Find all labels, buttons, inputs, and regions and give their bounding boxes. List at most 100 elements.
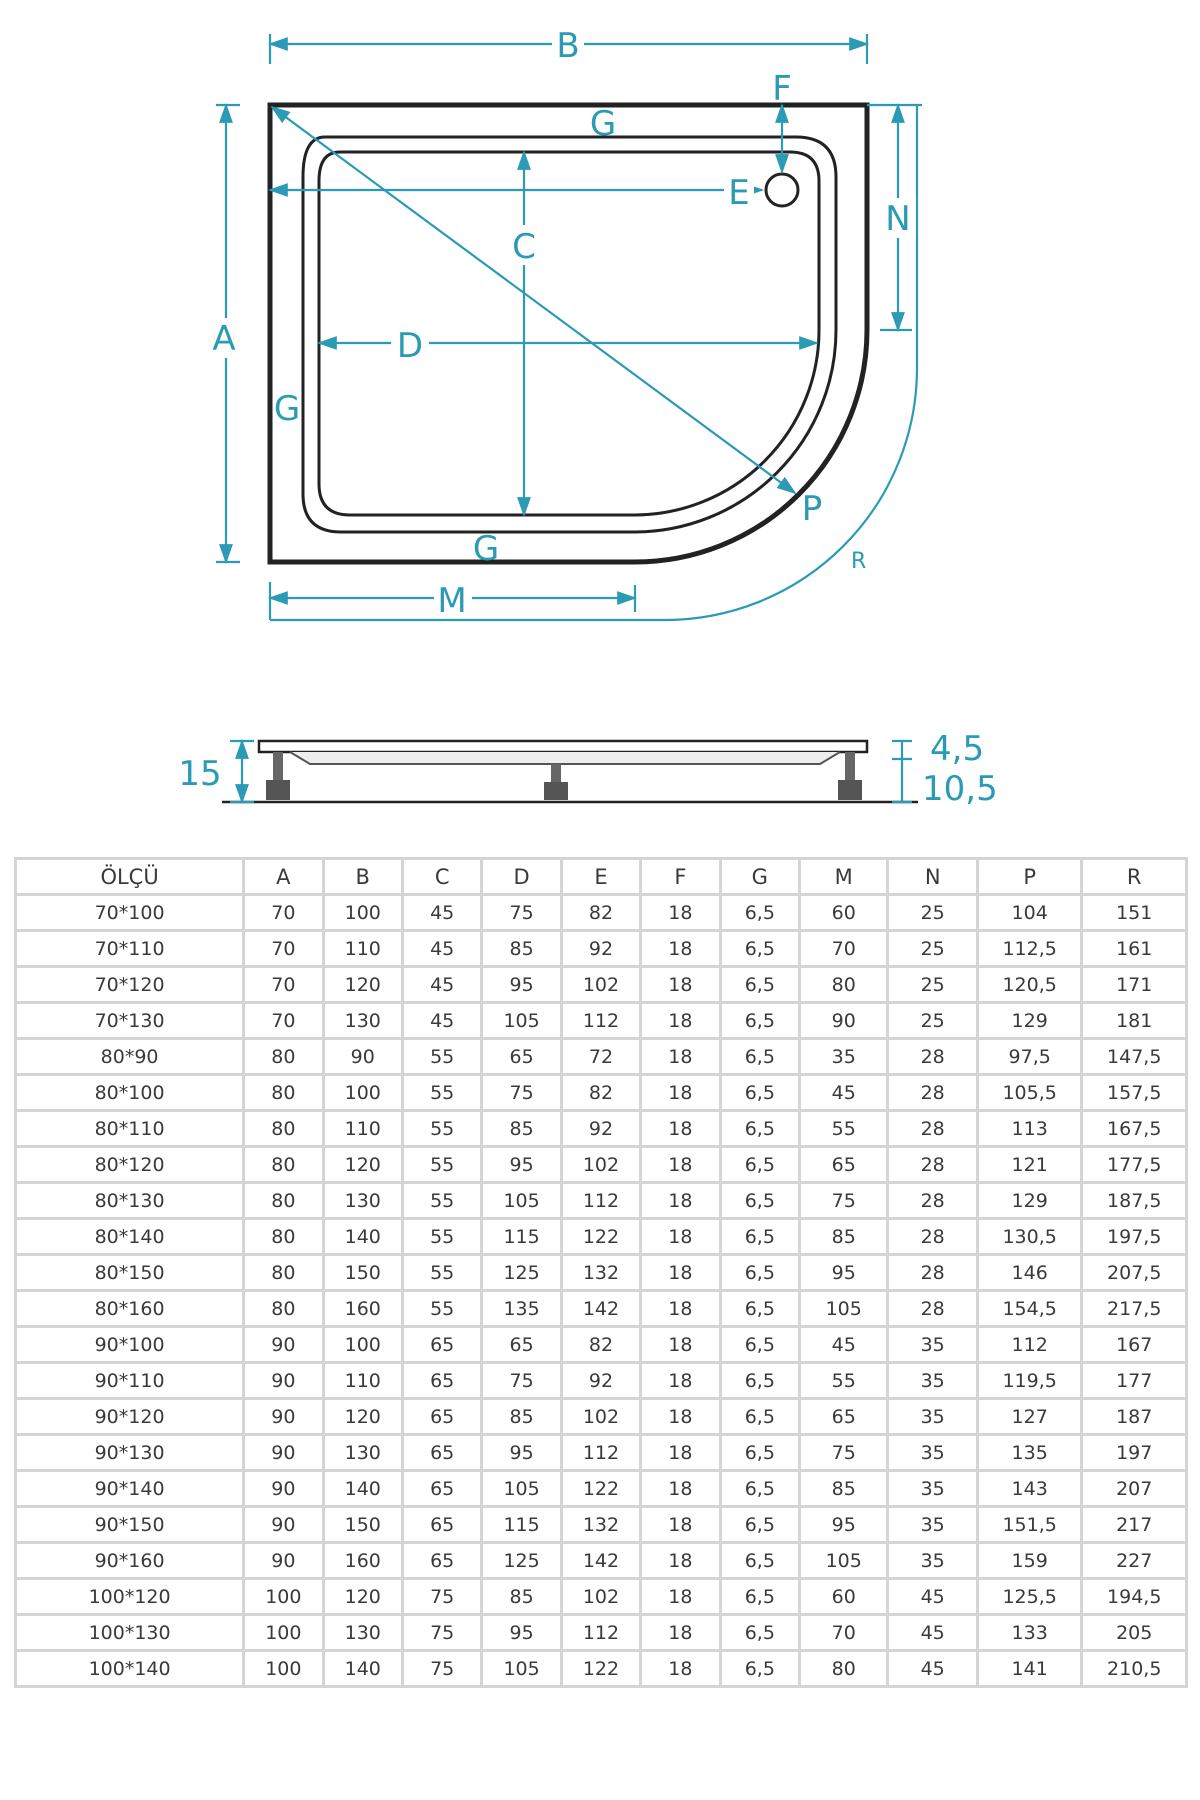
column-header-size: ÖLÇÜ (13, 857, 246, 896)
table-cell: 55 (400, 1109, 484, 1148)
table-cell: 25 (886, 929, 979, 968)
table-cell: 120,5 (975, 965, 1084, 1004)
table-cell: 100 (242, 1577, 325, 1616)
table-cell: 65 (480, 1325, 563, 1364)
table-cell: 55 (400, 1181, 484, 1220)
table-cell: 102 (559, 1145, 643, 1184)
table-cell: 197 (1080, 1433, 1188, 1472)
table-cell: 187,5 (1080, 1181, 1188, 1220)
dim-arc-r (664, 105, 919, 622)
table-cell: 125,5 (975, 1577, 1084, 1616)
table-cell: 105 (480, 1001, 563, 1040)
table-cell: 6,5 (718, 1577, 802, 1616)
table-cell: 122 (559, 1469, 643, 1508)
table-cell: 18 (639, 1145, 722, 1184)
table-cell: 120 (321, 1577, 404, 1616)
side-leg-middle (544, 764, 568, 800)
table-cell: 122 (559, 1217, 643, 1256)
table-cell: 85 (480, 929, 563, 968)
size-cell: 80*90 (13, 1037, 246, 1076)
table-cell: 6,5 (718, 1397, 802, 1436)
size-cell: 80*120 (13, 1145, 246, 1184)
table-cell: 70 (797, 929, 890, 968)
table-cell: 25 (886, 1001, 979, 1040)
table-cell: 80 (242, 1289, 325, 1328)
size-cell: 90*160 (13, 1541, 246, 1580)
table-cell: 6,5 (718, 1181, 802, 1220)
table-cell: 140 (321, 1469, 404, 1508)
column-header-b: B (321, 857, 404, 896)
table-cell: 100 (321, 1073, 404, 1112)
table-cell: 130 (321, 1433, 404, 1472)
table-cell: 150 (321, 1253, 404, 1292)
size-cell: 100*120 (13, 1577, 246, 1616)
table-cell: 217 (1080, 1505, 1188, 1544)
table-cell: 207 (1080, 1469, 1188, 1508)
table-cell: 105 (797, 1541, 890, 1580)
table-cell: 129 (975, 1001, 1084, 1040)
table-cell: 6,5 (718, 1433, 802, 1472)
table-cell: 147,5 (1080, 1037, 1188, 1076)
table-cell: 18 (639, 1037, 722, 1076)
table-cell: 150 (321, 1505, 404, 1544)
table-cell: 80 (242, 1073, 325, 1112)
table-cell: 75 (400, 1613, 484, 1652)
table-cell: 18 (639, 1469, 722, 1508)
table-cell: 90 (797, 1001, 890, 1040)
side-view: 15 4,5 10,5 (178, 729, 997, 809)
table-cell: 181 (1080, 1001, 1188, 1040)
table-cell: 45 (797, 1325, 890, 1364)
table-cell: 65 (400, 1397, 484, 1436)
table-cell: 95 (797, 1253, 890, 1292)
table-cell: 92 (559, 1361, 643, 1400)
label-g-left: G (274, 389, 300, 429)
table-cell: 121 (975, 1145, 1084, 1184)
dim-line-p (270, 105, 797, 495)
table-cell: 65 (400, 1541, 484, 1580)
table-cell: 104 (975, 893, 1084, 932)
table-cell: 55 (797, 1109, 890, 1148)
table-cell: 70 (242, 1001, 325, 1040)
size-cell: 90*100 (13, 1325, 246, 1364)
table-cell: 70 (242, 965, 325, 1004)
table-cell: 210,5 (1080, 1649, 1188, 1688)
table-cell: 75 (480, 893, 563, 932)
table-cell: 90 (242, 1325, 325, 1364)
table-cell: 85 (797, 1469, 890, 1508)
table-cell: 70 (797, 1613, 890, 1652)
table-cell: 18 (639, 1505, 722, 1544)
size-cell: 90*140 (13, 1469, 246, 1508)
table-cell: 92 (559, 1109, 643, 1148)
table-cell: 65 (797, 1145, 890, 1184)
table-cell: 90 (242, 1361, 325, 1400)
table-cell: 28 (886, 1289, 979, 1328)
table-cell: 45 (886, 1649, 979, 1688)
table-cell: 90 (242, 1433, 325, 1472)
side-leg-left (266, 752, 290, 800)
table-cell: 18 (639, 1541, 722, 1580)
table-cell: 45 (400, 1001, 484, 1040)
table-cell: 18 (639, 1433, 722, 1472)
table-cell: 140 (321, 1217, 404, 1256)
table-cell: 110 (321, 929, 404, 968)
table-cell: 129 (975, 1181, 1084, 1220)
table-cell: 85 (480, 1109, 563, 1148)
table-cell: 18 (639, 1109, 722, 1148)
table-cell: 18 (639, 1253, 722, 1292)
table-cell: 18 (639, 1325, 722, 1364)
table-cell: 135 (480, 1289, 563, 1328)
table-cell: 65 (480, 1037, 563, 1076)
label-n: N (885, 199, 910, 239)
table-cell: 28 (886, 1181, 979, 1220)
table-cell: 80 (242, 1037, 325, 1076)
table-cell: 167 (1080, 1325, 1188, 1364)
table-cell: 75 (797, 1181, 890, 1220)
table-cell: 6,5 (718, 1361, 802, 1400)
table-cell: 142 (559, 1289, 643, 1328)
